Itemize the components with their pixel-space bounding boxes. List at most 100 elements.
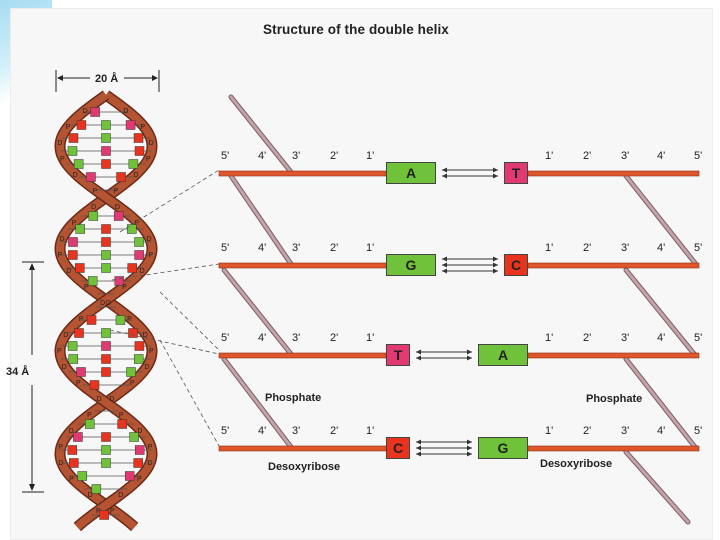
carbon-label-left: 2' [330,150,339,162]
helix-base [113,211,124,221]
helix-symbol: P [57,348,62,355]
hbond-arrow-l-0-1 [442,173,447,179]
strand-left-0 [218,170,387,177]
backbone-fill-3 [222,357,293,449]
helix-base [125,120,136,130]
carbon-label-right: 4' [657,425,666,437]
carbon-label-right: 3' [621,425,630,437]
carbon-label-right: 1' [545,242,554,254]
connector-line-0 [119,169,220,233]
pitch-arrow-bottom [29,484,35,491]
helix-base [101,263,111,273]
helix-base [116,172,126,182]
helix-symbol: P [60,156,65,163]
hbond-arrow-l-3-1 [416,445,421,451]
backbone-fill-4 [624,174,697,265]
helix-symbol: D [148,460,153,467]
carbon-label-left: 3' [292,332,301,344]
helix-symbol: P [113,188,118,195]
helix-base [127,263,137,273]
strand-left-1 [218,262,387,269]
carbon-label-left: 4' [258,150,267,162]
helix-symbol: P [122,284,127,291]
hbond-arrow-r-3-1 [467,445,472,451]
helix-base [101,367,111,377]
carbon-label-left: 1' [366,332,375,344]
hbond-arrow-r-1-0 [493,256,498,262]
helix-symbol: P [130,380,135,387]
helix-symbol: D [62,364,67,371]
helix-base [75,263,85,273]
helix-symbol: D [63,332,68,339]
carbon-label-right: 1' [545,425,554,437]
helix-base [101,341,111,351]
helix-symbol: P [79,316,84,323]
helix-base [77,471,88,481]
carbon-label-right: 2' [583,150,592,162]
helix-base [126,367,136,377]
helix-base [129,432,139,442]
helix-base [101,445,111,455]
helix-base [128,159,139,169]
helix-base [73,432,83,442]
base-right-1: C [504,254,528,276]
carbon-label-left: 4' [258,332,267,344]
carbon-label-left: 1' [366,242,375,254]
helix-symbol: P [72,220,77,227]
phosphate-label-left: Phosphate [265,392,322,404]
helix-base [128,328,138,338]
carbon-label-left: 3' [292,242,301,254]
helix-base [68,354,79,364]
helix-symbol: P [134,220,139,227]
helix-symbol: D [140,268,145,275]
helix-base [101,432,111,442]
helix-symbol: D [118,492,123,499]
sugar-label-left: Desoxyribose [268,461,341,473]
carbon-label-right: 4' [657,332,666,344]
hbond-arrow-r-1-2 [493,268,498,274]
helix-symbol: D [106,300,111,307]
helix-strand-1 [55,91,157,530]
carbon-label-right: 1' [545,150,554,162]
helix-base [86,172,96,182]
helix-base [133,133,144,143]
strand-right-3 [527,445,700,452]
base-right-3: G [478,437,528,459]
helix-symbol: D [115,204,120,211]
helix-symbol: D [143,332,148,339]
strand-left-2 [218,352,387,359]
carbon-label-left: 5' [221,425,230,437]
helix-base [91,484,102,494]
helix-base [101,328,111,338]
helix-base [134,250,144,260]
helix-base [68,250,78,260]
connector-line-3 [159,339,220,447]
helix-symbol: D [133,172,138,179]
hbond-arrow-l-1-0 [442,256,447,262]
hbond-arrow-r-3-0 [467,439,472,445]
helix-base [124,471,135,481]
helix-symbol: P [146,156,151,163]
helix-base [76,367,86,377]
helix-symbol: D [73,172,78,179]
carbon-label-right: 2' [583,242,592,254]
connector-line-2 [159,291,220,351]
carbon-label-right: 4' [657,150,666,162]
carbon-label-left: 2' [330,332,339,344]
helix-symbol: D [83,108,88,115]
helix-symbol: D [100,300,105,307]
helix-base [88,211,99,221]
helix-symbol: P [69,476,74,483]
connector-line-4 [109,329,220,355]
carbon-label-left: 2' [330,242,339,254]
helix-base [101,224,111,234]
sugar-label-right: Desoxyribose [540,458,613,470]
carbon-label-right: 2' [583,332,592,344]
hbond-arrow-r-3-2 [467,451,472,457]
helix-base [67,146,78,156]
carbon-label-left: 3' [292,425,301,437]
hbond-arrow-l-3-2 [416,451,421,457]
helix-symbol: P [66,124,71,131]
